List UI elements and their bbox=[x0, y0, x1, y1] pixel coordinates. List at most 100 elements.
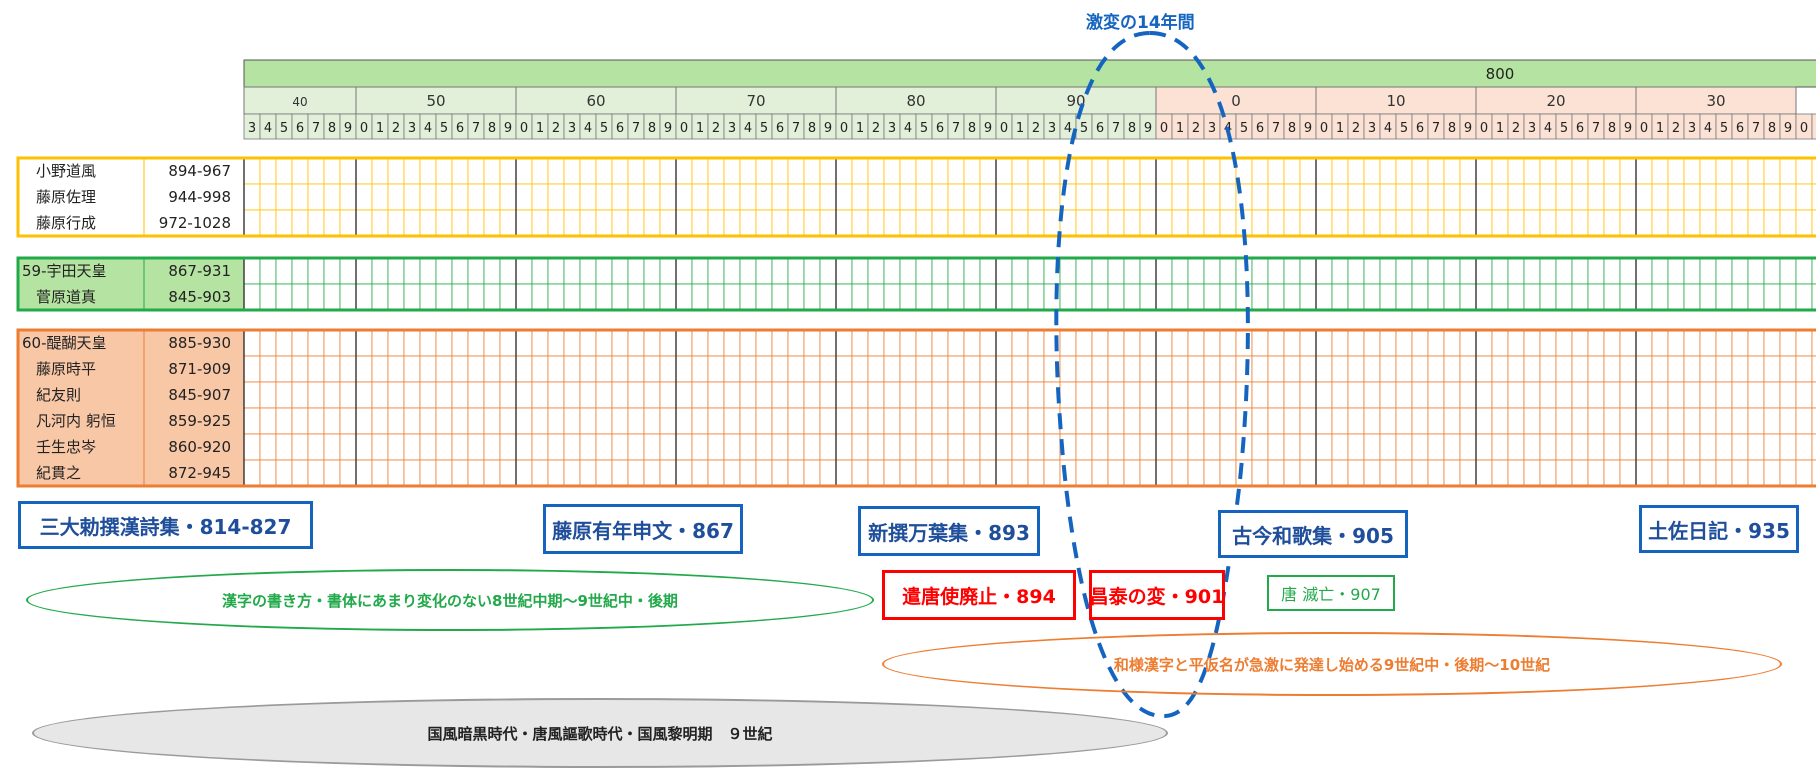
grid-cell bbox=[1619, 329, 1637, 357]
grid-cell bbox=[547, 381, 565, 409]
grid-cell bbox=[1043, 459, 1061, 487]
grid-cell bbox=[1299, 283, 1317, 311]
grid-cell bbox=[707, 355, 725, 383]
grid-cell bbox=[771, 257, 789, 285]
grid-cell bbox=[323, 381, 341, 409]
grid-cell bbox=[1635, 257, 1653, 285]
grid-cell bbox=[1523, 329, 1541, 357]
decade-header-40 bbox=[243, 86, 357, 115]
grid-cell bbox=[963, 283, 981, 311]
year-digit: 8 bbox=[488, 121, 496, 136]
grid-cell bbox=[1219, 459, 1237, 487]
grid-cell bbox=[419, 157, 437, 185]
grid-cell bbox=[1779, 433, 1797, 461]
decade-label: 20 bbox=[1546, 92, 1565, 110]
grid-cell bbox=[1331, 407, 1349, 435]
grid-cell bbox=[1251, 355, 1269, 383]
grid-cell bbox=[307, 355, 325, 383]
grid-cell bbox=[371, 183, 389, 211]
grid-cell bbox=[1459, 283, 1477, 311]
grid-cell bbox=[1699, 433, 1717, 461]
grid-cell bbox=[307, 283, 325, 311]
grid-cell bbox=[787, 381, 805, 409]
grid-cell bbox=[1203, 329, 1221, 357]
grid-cell bbox=[643, 283, 661, 311]
grid-cell bbox=[419, 257, 437, 285]
grid-cell bbox=[323, 209, 341, 237]
grid-cell bbox=[1411, 183, 1429, 211]
grid-cell bbox=[259, 355, 277, 383]
year-digit: 0 bbox=[1160, 121, 1168, 136]
year-digit: 5 bbox=[1080, 121, 1088, 136]
year-digit: 5 bbox=[440, 121, 448, 136]
grid-cell bbox=[435, 407, 453, 435]
grid-cell bbox=[1363, 407, 1381, 435]
grid-cell bbox=[611, 283, 629, 311]
grid-cell bbox=[1683, 183, 1701, 211]
grid-cell bbox=[1075, 209, 1093, 237]
grid-cell bbox=[1443, 157, 1461, 185]
grid-cell bbox=[947, 329, 965, 357]
grid-cell bbox=[1667, 355, 1685, 383]
grid-cell bbox=[1619, 157, 1637, 185]
grid-cell bbox=[1107, 381, 1125, 409]
grid-cell bbox=[947, 283, 965, 311]
grid-cell bbox=[1507, 283, 1525, 311]
grid-cell bbox=[323, 433, 341, 461]
grid-cell bbox=[707, 459, 725, 487]
grid-cell bbox=[1411, 459, 1429, 487]
grid-cell bbox=[1427, 381, 1445, 409]
grid-cell bbox=[1635, 355, 1653, 383]
grid-cell bbox=[1107, 355, 1125, 383]
grid-cell bbox=[1379, 433, 1397, 461]
grid-cell bbox=[1075, 157, 1093, 185]
grid-cell bbox=[787, 407, 805, 435]
grid-cell bbox=[1699, 355, 1717, 383]
grid-cell bbox=[403, 433, 421, 461]
grid-cell bbox=[355, 433, 373, 461]
grid-cell bbox=[1091, 157, 1109, 185]
grid-cell bbox=[1251, 329, 1269, 357]
grid-cell bbox=[1203, 157, 1221, 185]
grid-cell bbox=[851, 157, 869, 185]
grid-cell bbox=[675, 355, 693, 383]
grid-cell bbox=[483, 433, 501, 461]
grid-cell bbox=[1331, 433, 1349, 461]
grid-cell bbox=[1779, 183, 1797, 211]
grid-cell bbox=[1011, 381, 1029, 409]
grid-cell bbox=[371, 157, 389, 185]
grid-cell bbox=[1747, 381, 1765, 409]
grid-cell bbox=[1699, 329, 1717, 357]
grid-cell bbox=[1507, 183, 1525, 211]
year-digit: 0 bbox=[1320, 121, 1328, 136]
grid-cell bbox=[899, 283, 917, 311]
grid-cell bbox=[1443, 381, 1461, 409]
grid-cell bbox=[243, 257, 261, 285]
grid-cell bbox=[1587, 381, 1605, 409]
grid-cell bbox=[675, 283, 693, 311]
grid-cell bbox=[819, 459, 837, 487]
grid-cell bbox=[1219, 433, 1237, 461]
grid-cell bbox=[1027, 407, 1045, 435]
grid-cell bbox=[1395, 157, 1413, 185]
grid-cell bbox=[1331, 157, 1349, 185]
grid-cell bbox=[595, 355, 613, 383]
grid-cell bbox=[1123, 329, 1141, 357]
grid-cell bbox=[1699, 283, 1717, 311]
grid-cell bbox=[595, 157, 613, 185]
decade-label: 50 bbox=[426, 92, 445, 110]
grid-cell bbox=[259, 459, 277, 487]
grid-cell bbox=[1683, 433, 1701, 461]
grid-cell bbox=[995, 407, 1013, 435]
grid-cell bbox=[1091, 209, 1109, 237]
grid-cell bbox=[243, 329, 261, 357]
grid-cell bbox=[275, 407, 293, 435]
grid-cell bbox=[1315, 407, 1333, 435]
grid-cell bbox=[755, 355, 773, 383]
grid-cell bbox=[755, 209, 773, 237]
year-digit: 2 bbox=[1512, 121, 1520, 136]
grid-cell bbox=[1811, 283, 1816, 311]
grid-cell bbox=[675, 459, 693, 487]
grid-cell bbox=[691, 157, 709, 185]
grid-cell bbox=[723, 407, 741, 435]
